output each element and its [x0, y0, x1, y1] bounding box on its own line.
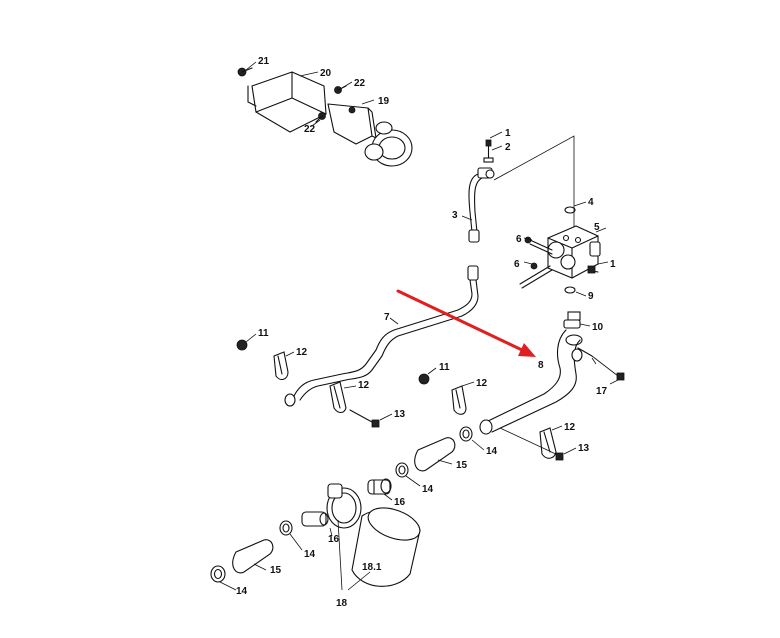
callout-3: 3 — [452, 210, 458, 221]
leader-lines — [219, 61, 619, 591]
hose-clamp-14-lower-left — [210, 565, 226, 583]
leader-18 — [337, 519, 371, 591]
callout-7: 7 — [384, 312, 390, 323]
callout-6-lower: 6 — [514, 259, 520, 270]
fitting-10 — [563, 311, 583, 346]
leader-bracket-1-to-block — [493, 135, 575, 228]
callout-22-lower: 22 — [304, 124, 316, 135]
callout-9: 9 — [588, 291, 594, 302]
callout-6-upper: 6 — [516, 234, 522, 245]
bolt-1-right — [587, 265, 599, 274]
filter-element-18-1 — [351, 507, 421, 587]
bolt-upper-right — [348, 106, 356, 114]
callout-11-center: 11 — [439, 362, 450, 373]
hose-clamp-14-mid — [395, 462, 409, 478]
valve-block-5 — [547, 225, 601, 279]
nut-11-center — [418, 373, 430, 385]
callout-12-right: 12 — [564, 422, 576, 433]
bolt-17 — [591, 355, 625, 381]
clamp-12-left — [273, 351, 289, 381]
callout-14-upper: 14 — [486, 446, 498, 457]
callout-labels: 1 1 2 3 4 5 6 6 7 8 9 10 11 11 12 12 12 … — [236, 56, 616, 609]
washer-9 — [564, 286, 576, 294]
red-pointer-arrow — [396, 289, 536, 357]
clamp-12-center — [329, 381, 347, 414]
clamp-12-mid — [451, 385, 467, 415]
callout-14-lower-right: 14 — [304, 549, 316, 560]
stud-6-lower — [519, 262, 553, 289]
callout-1-right: 1 — [610, 259, 616, 270]
callout-1-top: 1 — [505, 128, 511, 139]
hose-15-lower — [232, 539, 274, 574]
callout-14-mid: 14 — [422, 484, 434, 495]
callout-13-left: 13 — [394, 409, 406, 420]
bolt-13-right — [499, 427, 564, 461]
hose-8 — [479, 329, 593, 435]
callout-19: 19 — [378, 96, 390, 107]
callout-17: 17 — [596, 386, 608, 397]
callout-22-upper: 22 — [354, 78, 366, 89]
callout-4: 4 — [588, 197, 594, 208]
clamp-12-right — [539, 427, 557, 459]
callout-2: 2 — [505, 142, 511, 153]
callout-16-upper: 16 — [394, 497, 406, 508]
filter-head-16 — [301, 483, 362, 529]
banjo-fitting-2 — [477, 167, 495, 179]
callout-14-lower-left: 14 — [236, 586, 248, 597]
mount-plate-19 — [327, 103, 377, 145]
washer-4 — [564, 206, 576, 214]
callout-21: 21 — [258, 56, 270, 67]
banjo-bolt-1-top — [483, 139, 494, 163]
fitting-16-upper — [367, 478, 392, 495]
bolt-22-lower — [315, 112, 326, 123]
callout-10: 10 — [592, 322, 604, 333]
callout-8: 8 — [538, 360, 544, 371]
callout-12-mid: 12 — [476, 378, 488, 389]
nut-11-left — [236, 339, 248, 351]
callout-18: 18 — [336, 598, 348, 609]
callout-12-left: 12 — [296, 347, 308, 358]
callout-18-1: 18.1 — [362, 562, 382, 573]
callout-16-lower: 16 — [328, 534, 340, 545]
hose-15-upper — [414, 437, 456, 472]
hose-clamp-14-lower-right — [279, 520, 293, 536]
callout-11-left: 11 — [258, 328, 269, 339]
callout-20: 20 — [320, 68, 332, 79]
callout-15-upper: 15 — [456, 460, 468, 471]
callout-15-lower: 15 — [270, 565, 282, 576]
bolt-22-upper — [334, 85, 347, 94]
hose-clamp-14-upper — [459, 426, 473, 442]
tube-3 — [468, 173, 483, 243]
bolt-13-left — [349, 409, 380, 428]
callout-5: 5 — [594, 222, 600, 233]
filter-head-housing — [364, 121, 413, 167]
bolt-21 — [237, 67, 253, 77]
callout-13-right: 13 — [578, 443, 590, 454]
tube-7 — [284, 265, 479, 407]
callout-12-center: 12 — [358, 380, 370, 391]
bracket-20 — [247, 71, 327, 133]
